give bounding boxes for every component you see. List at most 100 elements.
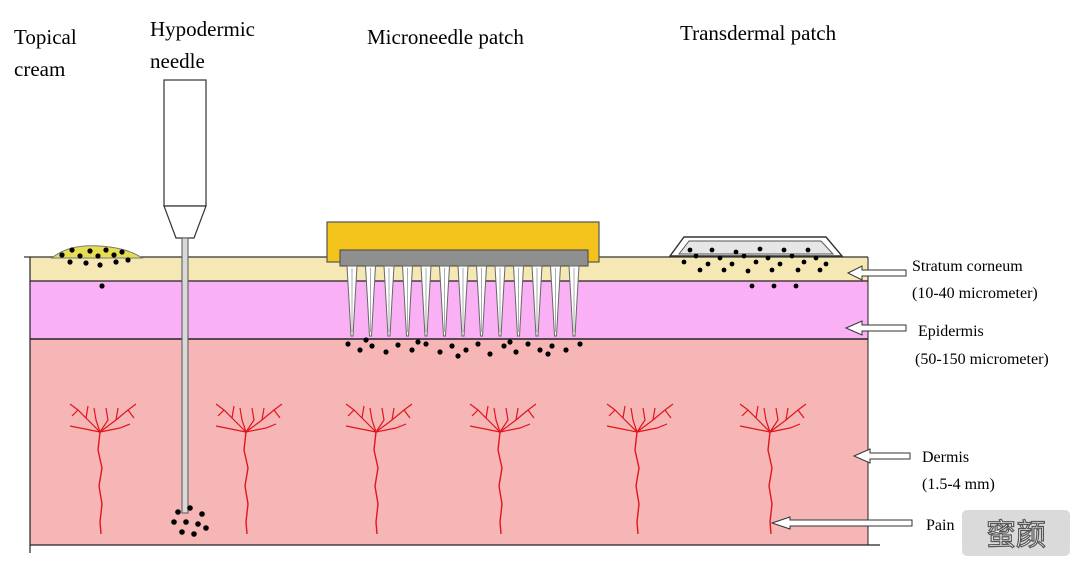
drug-particle	[793, 283, 799, 289]
nerve	[215, 403, 283, 535]
nerve-branch	[515, 407, 519, 421]
nerve-branch	[763, 407, 771, 433]
nerve-branch	[469, 425, 501, 433]
topical-cream-blob	[50, 245, 144, 259]
drug-particle	[179, 529, 185, 535]
pain-nerves	[69, 403, 807, 535]
drug-particle	[175, 509, 181, 515]
drug-particle	[83, 260, 89, 266]
drug-particle	[705, 261, 711, 267]
nerve-stem	[97, 431, 103, 535]
cream-drug-particles	[59, 247, 131, 289]
injected-drug-particles	[171, 505, 209, 537]
drug-particle	[693, 253, 699, 259]
nerve-branch	[99, 407, 109, 433]
drug-particle	[171, 519, 177, 525]
nerve-branch	[93, 407, 101, 433]
drug-particle	[95, 253, 101, 259]
nerve-branch	[769, 403, 807, 433]
nerve-branch	[391, 407, 395, 421]
drug-particle	[771, 283, 777, 289]
drug-particle	[191, 531, 197, 537]
nerve-branch	[769, 407, 779, 433]
nerve-branch	[375, 407, 385, 433]
nerve-branch	[527, 409, 535, 419]
drug-particle	[697, 267, 703, 273]
patch-inner	[677, 240, 835, 255]
drug-particle	[345, 341, 351, 347]
drug-particle	[69, 247, 75, 253]
nerve-branch	[345, 403, 377, 433]
nerve	[345, 403, 413, 535]
nerve-branch	[245, 403, 283, 433]
nerve-branch	[608, 409, 616, 417]
watermark-text: 蜜颜	[986, 518, 1046, 553]
drug-particle	[195, 521, 201, 527]
drug-particle	[199, 511, 205, 517]
drug-particle	[103, 247, 109, 253]
drug-particle	[507, 339, 513, 345]
nerve	[69, 403, 137, 535]
nerve-branch	[755, 405, 759, 419]
drug-particle	[369, 343, 375, 349]
drug-particle	[99, 283, 105, 289]
microneedle-patch-label: Microneedle patch	[367, 25, 524, 49]
nerve-branch	[785, 407, 789, 421]
microneedle-drug-particles	[345, 337, 583, 359]
drug-particle	[423, 341, 429, 347]
nerve-branch	[261, 407, 265, 421]
drug-particle	[733, 249, 739, 255]
transdermal-patch	[668, 236, 844, 257]
nerve-branch	[239, 407, 247, 433]
nerve-branch	[369, 407, 377, 433]
drug-particle	[717, 255, 723, 261]
drug-particle	[781, 247, 787, 253]
nerve-branch	[636, 403, 674, 433]
nerve-branch	[741, 409, 749, 417]
nerve-branch	[622, 405, 626, 419]
drug-particle	[801, 259, 807, 265]
nerve-branch	[215, 403, 247, 433]
nerve-branch	[499, 403, 537, 433]
nerve-stem	[497, 431, 503, 535]
nerve-branch	[606, 425, 638, 433]
nerve-branch	[606, 403, 638, 433]
nerve-branch	[485, 405, 489, 419]
dermis-layer	[30, 339, 868, 545]
nerve-branch	[403, 409, 411, 419]
nerve-branch	[231, 405, 235, 419]
drug-particle	[721, 267, 727, 273]
nerve-branch	[664, 409, 672, 419]
microneedle-array	[346, 265, 580, 337]
drug-particle	[817, 267, 823, 273]
nerve-branch	[499, 407, 509, 433]
drug-particle	[577, 341, 583, 347]
drug-particle	[745, 268, 751, 274]
nerve-branch	[69, 425, 101, 433]
nerve-branch	[99, 423, 131, 433]
drug-particle	[681, 259, 687, 265]
drug-particle	[537, 347, 543, 353]
nerve-branch	[361, 405, 365, 419]
drug-particle	[449, 343, 455, 349]
nerve-branch	[471, 409, 479, 417]
drug-particle	[187, 505, 193, 511]
drug-particle	[113, 259, 119, 265]
drug-particle	[97, 262, 103, 268]
drug-particle	[545, 351, 551, 357]
drug-particle	[525, 341, 531, 347]
drug-particle	[789, 253, 795, 259]
microneedle-base	[339, 249, 589, 267]
syringe-barrel	[163, 79, 207, 207]
watermark-badge: 蜜颜	[962, 510, 1070, 556]
nerve-stem	[243, 431, 249, 535]
epidermis-arrow	[844, 320, 907, 336]
dermis-arrow	[852, 448, 911, 464]
nerve	[469, 403, 537, 535]
drug-particle	[357, 347, 363, 353]
nerve-branch	[215, 425, 247, 433]
drug-particle	[777, 261, 783, 267]
syringe-hub	[163, 205, 207, 239]
nerve-branch	[630, 407, 638, 433]
